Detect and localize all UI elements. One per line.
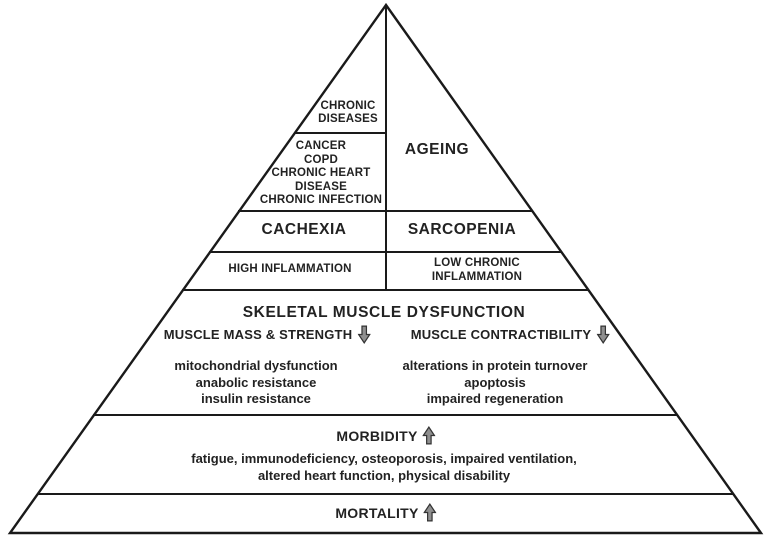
contractibility-mechanism-item: apoptosis — [464, 374, 526, 390]
disease-list-cell: CANCER COPD CHRONIC HEART DISEASE CHRONI… — [260, 140, 382, 208]
disease-list-line: CHRONIC HEART — [271, 167, 371, 179]
chronic-diseases-cell: CHRONIC DISEASES — [318, 100, 378, 125]
disease-list-line: DISEASE — [295, 180, 347, 193]
morbidity-label: MORBIDITY — [336, 427, 418, 444]
mass-mechanism-item: anabolic resistance — [195, 374, 317, 390]
muscle-mass-strength-item: MUSCLE MASS & STRENGTH — [164, 325, 371, 344]
morbidity-details-line: fatigue, immunodeficiency, osteoporosis,… — [191, 451, 577, 466]
chronic-diseases-line: DISEASES — [318, 112, 378, 125]
contractibility-mechanisms-list: alterations in protein turnover apoptosi… — [403, 358, 588, 408]
morbidity-details: fatigue, immunodeficiency, osteoporosis,… — [191, 450, 577, 484]
contractibility-mechanism-item: impaired regeneration — [426, 391, 564, 406]
mass-mechanisms-list: mitochondrial dysfunction anabolic resis… — [174, 358, 337, 408]
mass-mechanism-item: insulin resistance — [201, 391, 311, 406]
decrease-arrow-icon — [357, 325, 371, 344]
disease-list-line: COPD — [303, 153, 339, 166]
muscle-mass-strength-label: MUSCLE MASS & STRENGTH — [163, 327, 353, 342]
muscle-contractibility-item: MUSCLE CONTRACTIBILITY — [411, 325, 610, 344]
low-chronic-inflammation-line: LOW CHRONIC — [434, 257, 520, 269]
muscle-contractibility-label: MUSCLE CONTRACTIBILITY — [410, 327, 592, 342]
mortality-label: MORTALITY — [335, 504, 419, 521]
skeletal-muscle-dysfunction-label: SKELETAL MUSCLE DYSFUNCTION — [242, 304, 526, 321]
ageing-label: AGEING — [404, 141, 470, 158]
increase-arrow-icon — [422, 426, 436, 445]
disease-list-line: CHRONIC INFECTION — [259, 194, 383, 206]
sarcopenia-label: SARCOPENIA — [407, 221, 517, 238]
mass-mechanism-item: mitochondrial dysfunction — [174, 358, 338, 373]
low-chronic-inflammation-cell: LOW CHRONIC INFLAMMATION — [432, 257, 522, 284]
pyramid-triangle — [7, 2, 764, 535]
increase-arrow-icon — [423, 503, 437, 522]
contractibility-mechanism-item: alterations in protein turnover — [402, 358, 588, 373]
high-inflammation-label: HIGH INFLAMMATION — [228, 263, 352, 275]
cachexia-label: CACHEXIA — [261, 221, 347, 238]
low-chronic-inflammation-line: INFLAMMATION — [431, 270, 523, 283]
mortality-item: MORTALITY — [335, 503, 437, 522]
chronic-diseases-line: CHRONIC — [320, 100, 376, 112]
morbidity-details-line: altered heart function, physical disabil… — [257, 468, 511, 483]
morbidity-item: MORBIDITY — [336, 426, 436, 445]
decrease-arrow-icon — [596, 325, 610, 344]
disease-list-line: CANCER — [295, 140, 347, 152]
